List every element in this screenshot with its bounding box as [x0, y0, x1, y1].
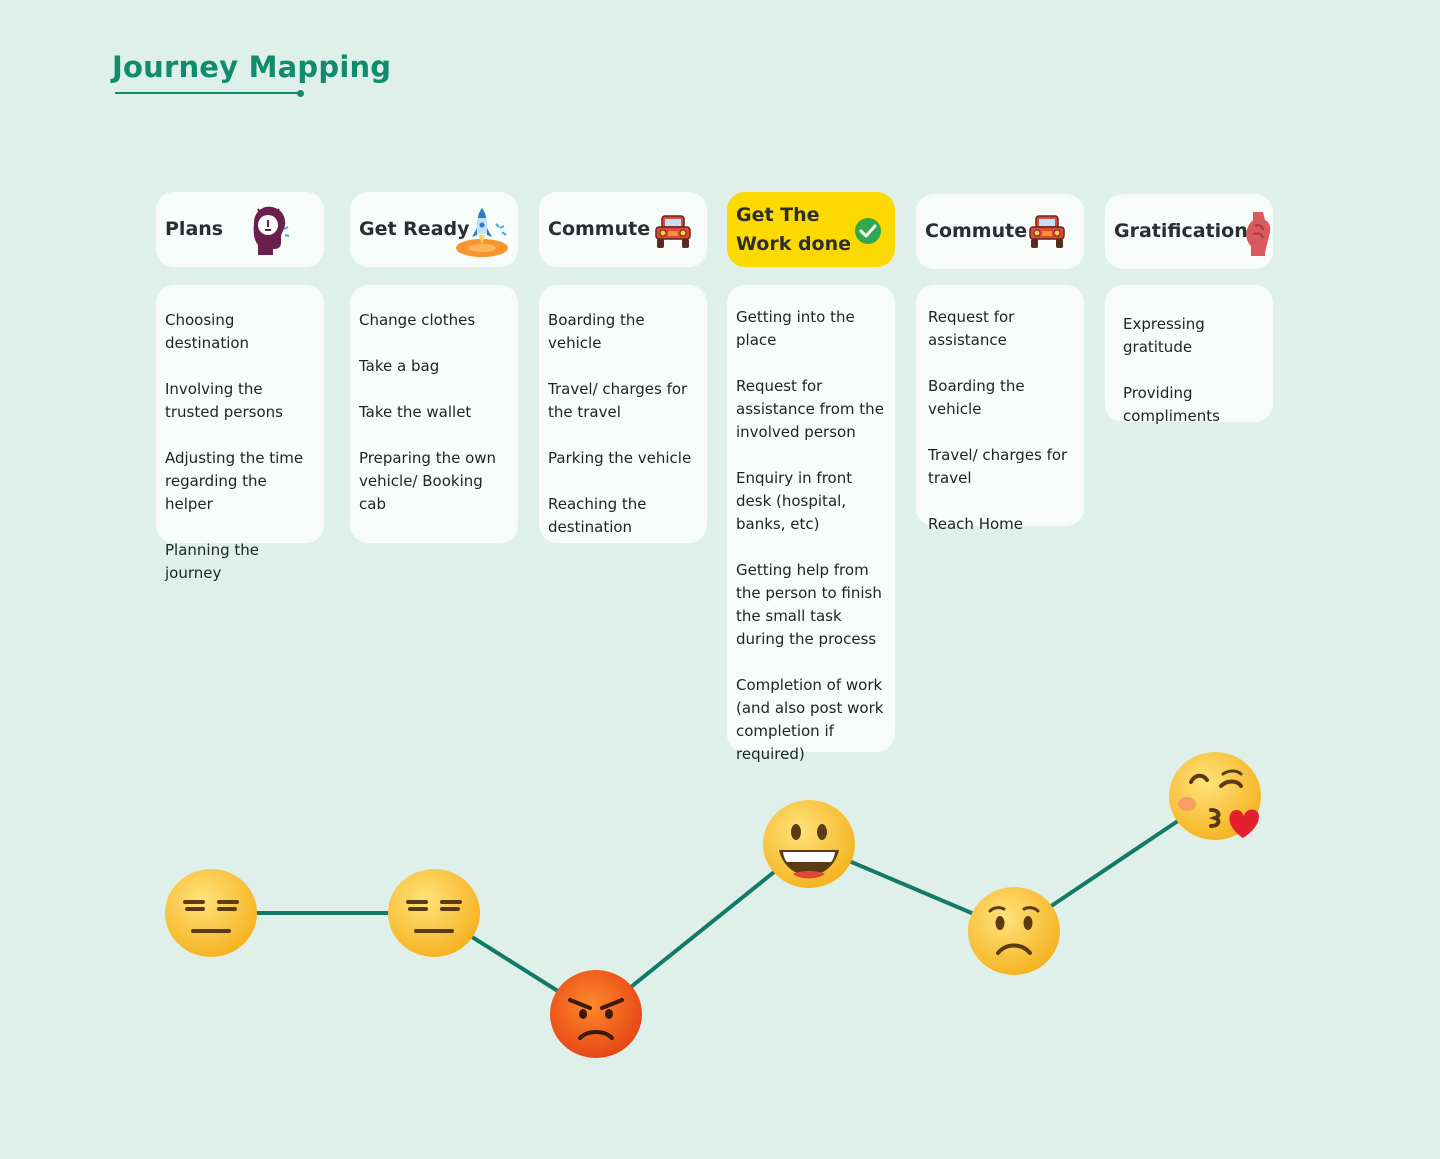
kissing-face-heart-icon	[1169, 752, 1261, 840]
task-item: Boarding the vehicle	[928, 377, 1025, 418]
stage-tasks-commute-return: Request for assistance Boarding the vehi…	[916, 285, 1084, 533]
stage-label: Get The Work done	[736, 201, 851, 259]
angry-face-icon	[550, 970, 642, 1058]
task-item: Providing compliments	[1123, 384, 1220, 425]
rocket-launch-icon	[456, 208, 508, 257]
stage-label-line2: Work done	[736, 232, 852, 255]
task-item: Parking the vehicle	[548, 449, 692, 467]
stage-tasks-commute: Boarding the vehicle Travel/ charges for…	[539, 285, 707, 543]
task-item: Involving the trusted persons	[165, 380, 284, 421]
task-item: Completion of work (and also post work c…	[736, 676, 884, 763]
stage-header-plans: Plans	[156, 192, 324, 267]
expressionless-face-icon	[165, 869, 257, 957]
task-item: Getting into the place	[736, 308, 855, 349]
frowning-face-icon	[968, 887, 1060, 975]
stage-label: Commute	[548, 218, 651, 240]
emotion-curve-line	[211, 794, 1217, 1017]
task-item: Take a bag	[359, 357, 440, 375]
task-item: Travel/ charges for the travel	[548, 380, 688, 421]
stage-header-gratification: Gratification	[1105, 194, 1273, 269]
stage-label: Commute	[925, 220, 1028, 242]
stage-header-get-the-work-done: Get The Work done	[727, 192, 895, 267]
task-item: Boarding the vehicle	[548, 311, 645, 352]
grinning-face-icon	[763, 800, 855, 888]
stage-tasks-gratification: Expressing gratitude Providing complimen…	[1105, 285, 1273, 425]
checkmark-icon	[855, 218, 881, 244]
task-item: Take the wallet	[359, 403, 472, 421]
stage-tasks-get-ready: Change clothes Take a bag Take the walle…	[350, 285, 518, 543]
task-item: Travel/ charges for travel	[928, 446, 1068, 487]
title-underline-dot	[297, 89, 304, 97]
stage-label: Plans	[165, 218, 224, 240]
task-item: Request for assistance from the involved…	[736, 377, 884, 441]
thinking-head-icon	[253, 206, 290, 255]
task-item: Choosing destination	[165, 311, 250, 352]
stage-tasks-get-the-work-done: Getting into the place Request for assis…	[727, 285, 895, 763]
task-item: Planning the journey	[165, 541, 259, 582]
task-item: Change clothes	[359, 311, 476, 329]
car-icon	[655, 215, 691, 248]
stage-label-line1: Get The	[736, 203, 820, 226]
page-title: Journey Mapping	[112, 50, 392, 84]
task-item: Reaching the destination	[548, 495, 647, 536]
stage-label: Get Ready	[359, 218, 470, 240]
task-item: Getting help from the person to finish t…	[736, 561, 882, 648]
stage-tasks-plans: Choosing destination Involving the trust…	[156, 285, 324, 582]
title-underline	[115, 92, 300, 94]
task-item: Request for assistance	[928, 308, 1015, 349]
task-item: Enquiry in front desk (hospital, banks, …	[736, 469, 853, 533]
gratitude-hand-icon	[1246, 212, 1271, 256]
car-icon	[1029, 215, 1065, 248]
stage-label: Gratification	[1114, 220, 1248, 242]
task-item: Adjusting the time regarding the helper	[165, 449, 304, 513]
task-item: Expressing gratitude	[1123, 315, 1205, 356]
task-item: Reach Home	[928, 515, 1023, 533]
task-item: Preparing the own vehicle/ Booking cab	[359, 449, 497, 513]
expressionless-face-icon	[388, 869, 480, 957]
